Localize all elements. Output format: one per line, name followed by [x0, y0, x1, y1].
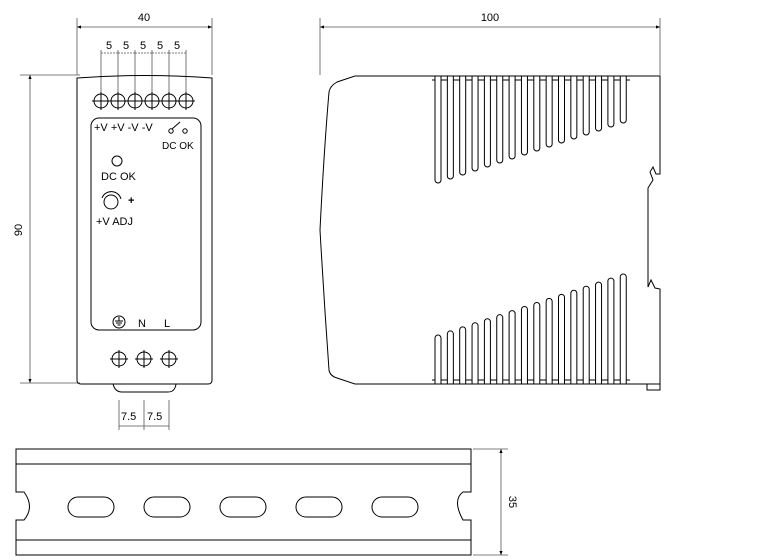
fin-slot: [459, 76, 467, 176]
fin-slot: [558, 293, 565, 384]
adjust-label: +V ADJ: [96, 216, 133, 228]
terminal-screw-icon: [92, 92, 110, 110]
fin-slot: [582, 76, 590, 136]
terminal-screw-icon: [110, 350, 128, 368]
dc-ok-led-icon: [111, 155, 123, 167]
relay-label: DC OK: [162, 141, 194, 152]
adjust-plus: +: [128, 195, 134, 207]
side-view: 100: [319, 12, 661, 391]
terminal-screw-icon: [160, 92, 178, 110]
rail-slot: [219, 496, 267, 518]
width-dimension: 40: [138, 12, 150, 24]
terminal-screw-icon: [143, 92, 161, 110]
fin-slot: [520, 76, 528, 156]
terminal-screw-icon: [177, 92, 195, 110]
fin-slot: [619, 273, 627, 384]
fin-slot: [508, 310, 516, 384]
terminal-pitch-label: 5: [140, 40, 146, 52]
fin-slot: [545, 76, 553, 148]
rail-slot: [295, 496, 343, 518]
fin-slot: [595, 76, 603, 132]
fin-slot: [483, 76, 491, 168]
rail-dimension: 35: [506, 496, 518, 508]
depth-dimension: 100: [481, 12, 499, 24]
relay-switch-icon: [168, 121, 188, 134]
terminal-pitch-label: 5: [106, 40, 112, 52]
fin-slot: [446, 76, 454, 180]
rail-slot: [371, 496, 419, 518]
cooling-fins: [432, 76, 630, 384]
fin-slot: [570, 289, 578, 384]
fin-slot: [533, 76, 541, 152]
fin-slot: [607, 277, 615, 384]
terminal-pitch-label: 5: [174, 40, 180, 52]
rail-latch: [646, 383, 661, 391]
terminal-screw-icon: [126, 92, 144, 110]
fin-slot: [570, 76, 578, 140]
din-rail: 35: [15, 448, 518, 556]
side-housing-outline: [319, 75, 661, 385]
fin-slot: [520, 306, 528, 384]
rail-slot: [143, 496, 191, 518]
led-label: DC OK: [101, 171, 137, 183]
fin-slot: [607, 76, 615, 128]
ground-icon: [112, 315, 126, 329]
output-terminals: [92, 92, 195, 110]
terminal-pitch-label: 5: [157, 40, 163, 52]
fin-slot: [595, 281, 603, 384]
fin-slot: [459, 326, 467, 384]
terminal-screw-icon: [109, 92, 127, 110]
neutral-label: N: [138, 318, 146, 330]
rail-slot: [67, 496, 115, 518]
rail-clip: [112, 383, 177, 393]
fin-slot: [619, 76, 627, 124]
voltage-adjust-potentiometer-icon: [101, 191, 122, 210]
output-labels: +V +V -V -V: [94, 122, 153, 134]
fin-slot: [434, 76, 442, 184]
fin-slot: [533, 302, 541, 384]
fin-slot: [483, 318, 491, 384]
fin-slot: [446, 330, 454, 384]
rail-slots: [67, 496, 419, 518]
fin-slot: [471, 76, 479, 172]
terminal-screw-icon: [160, 350, 178, 368]
fin-slot: [471, 322, 479, 384]
terminal-screw-icon: [135, 350, 153, 368]
fin-slot: [558, 76, 565, 144]
fin-slot: [434, 334, 442, 384]
housing-outline: [76, 75, 213, 385]
fin-slot: [508, 76, 516, 160]
input-pitch-1: 7.5: [121, 411, 136, 423]
line-label: L: [164, 318, 170, 330]
input-pitch-2: 7.5: [147, 411, 162, 423]
rail-outline: [15, 448, 472, 556]
fin-slot: [545, 297, 553, 384]
terminal-pitch-label: 5: [123, 40, 129, 52]
input-terminals: [110, 350, 178, 368]
front-panel: [90, 117, 202, 331]
fin-slot: [496, 76, 504, 164]
fin-slot: [496, 314, 504, 384]
fin-slot: [582, 285, 590, 384]
height-dimension: 90: [13, 224, 25, 236]
